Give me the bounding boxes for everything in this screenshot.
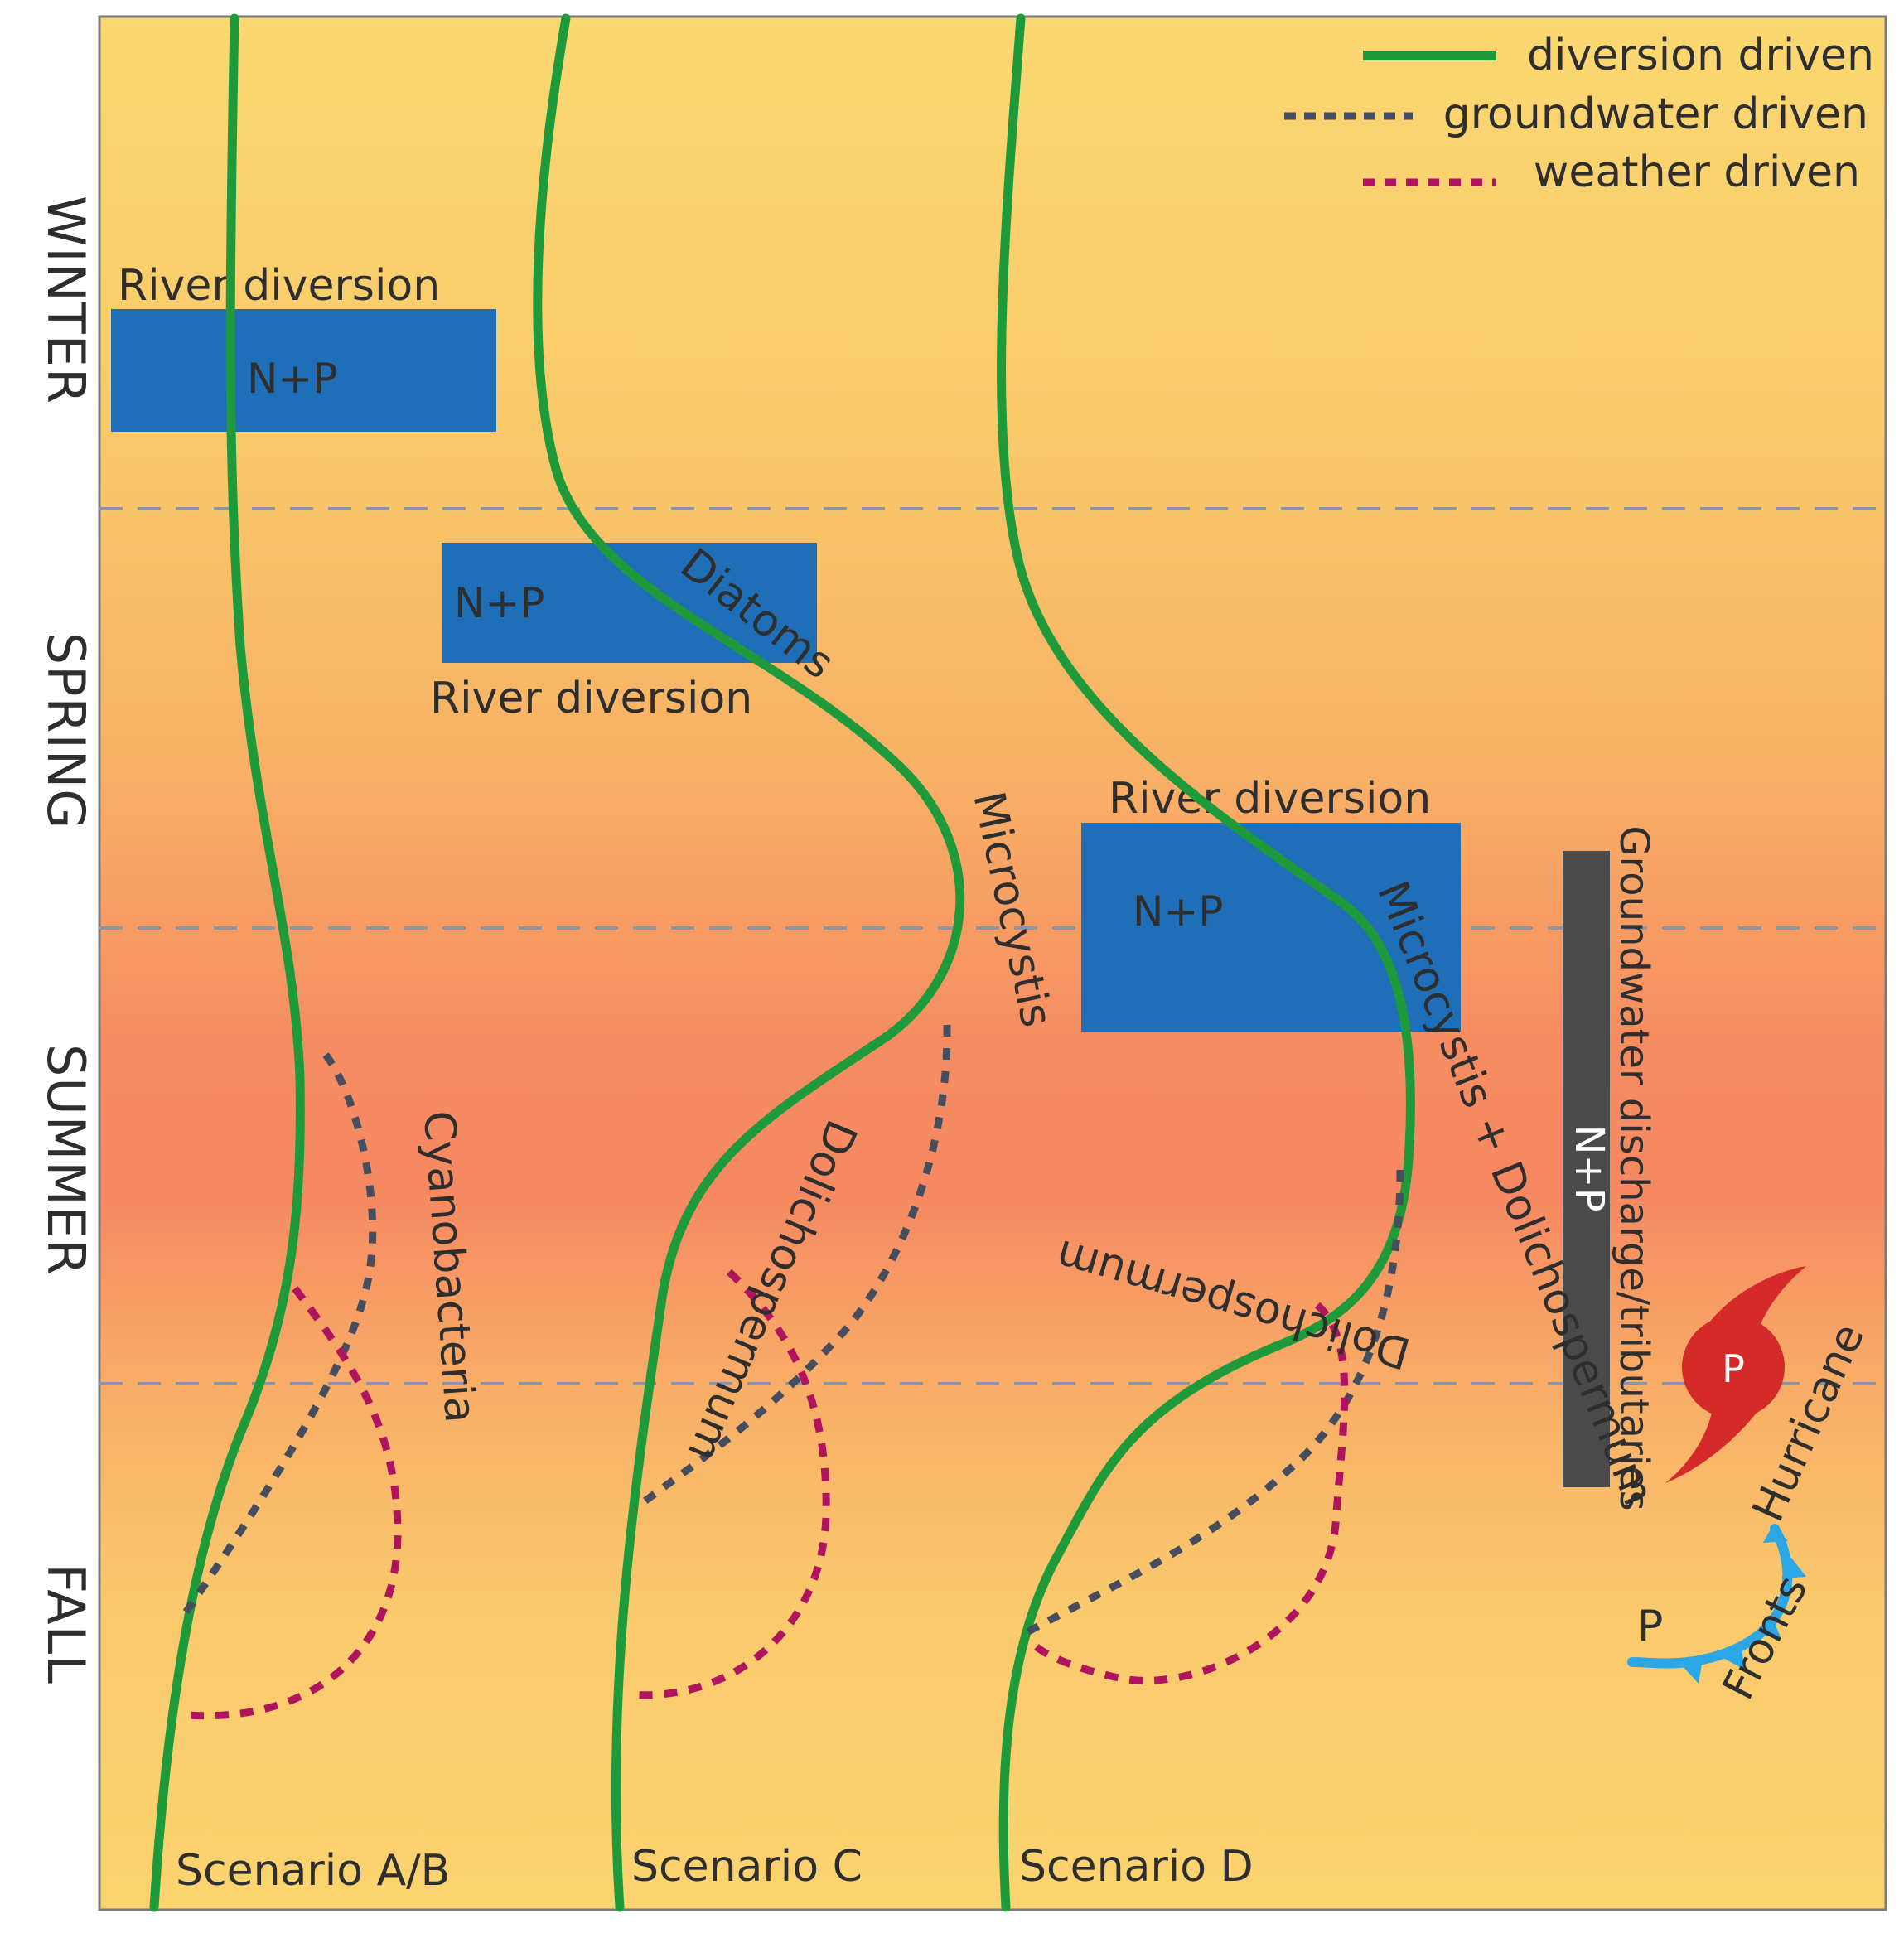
hurricane-nutrient-label: P xyxy=(1722,1346,1745,1391)
groundwater-discharge-label: Groundwater discharge/tributaries xyxy=(1611,825,1657,1510)
fronts-nutrient-label: P xyxy=(1637,1602,1663,1651)
scenario-c-label: Scenario C xyxy=(631,1842,863,1892)
groundwater-lines xyxy=(177,1024,1404,1640)
season-fall: FALL xyxy=(36,1563,96,1684)
river-diversion-box-spring xyxy=(442,543,817,663)
weather-line-scenario-ab xyxy=(186,1286,402,1720)
groundwater-line-scenario-d xyxy=(1017,1169,1404,1640)
season-summer: SUMMER xyxy=(36,1044,96,1276)
groundwater-nutrient-label: N+P xyxy=(1566,1124,1612,1211)
fronts-icon xyxy=(1627,1524,1806,1684)
diversion-line-scenario-ab xyxy=(149,13,305,1912)
legend-label-diversion: diversion driven xyxy=(1527,31,1874,80)
diversion-lines xyxy=(149,13,1415,1912)
scenario-ab-label: Scenario A/B xyxy=(176,1846,450,1896)
hurricane-icon xyxy=(1665,1266,1806,1483)
weather-line-scenario-d xyxy=(1027,1302,1349,1684)
river-diversion-label-winter: River diversion xyxy=(118,261,440,311)
river-diversion-label-spring: River diversion xyxy=(430,674,752,723)
nutrient-label-summer: N+P xyxy=(1133,887,1223,935)
groundwater-line-scenario-ab xyxy=(177,1052,377,1622)
river-diversion-box-winter xyxy=(111,309,496,432)
nutrient-label-winter: N+P xyxy=(247,355,337,403)
groundwater-line-scenario-c xyxy=(633,1024,951,1511)
season-spring: SPRING xyxy=(36,632,96,830)
legend-label-groundwater: groundwater driven xyxy=(1443,89,1868,139)
nutrient-label-spring: N+P xyxy=(454,579,544,627)
river-diversion-label-summer: River diversion xyxy=(1109,774,1431,824)
legend-label-weather: weather driven xyxy=(1534,147,1860,197)
diversion-line-scenario-c xyxy=(533,13,965,1912)
scenario-d-label: Scenario D xyxy=(1019,1842,1254,1892)
weather-line-scenario-c xyxy=(627,1269,830,1699)
diversion-line-scenario-d xyxy=(997,13,1415,1912)
weather-lines xyxy=(186,1269,1349,1720)
legend: diversion driven groundwater driven weat… xyxy=(1284,31,1874,197)
groundwater-bar xyxy=(1563,851,1610,1487)
season-winter: WINTER xyxy=(36,196,96,404)
